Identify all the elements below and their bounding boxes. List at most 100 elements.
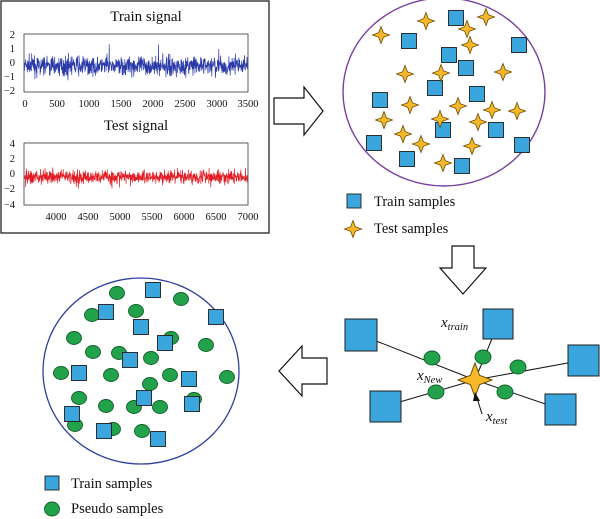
pseudo-sample-circle [173, 292, 189, 306]
pseudo-sample-circle [509, 359, 527, 375]
test-sample-star [456, 361, 494, 399]
train-sample-square [458, 60, 474, 76]
train-sample-square [208, 309, 224, 325]
left-arrow-icon [278, 344, 328, 398]
train-sample-square [372, 92, 388, 108]
train-sample-square [150, 431, 166, 447]
test-sample-star [433, 153, 453, 173]
legend-test-label: Test samples [374, 221, 449, 237]
augmented-samples-ellipse [42, 277, 240, 465]
train-y-tick: −2 [4, 86, 15, 97]
pseudo-sample-circle [103, 368, 119, 382]
mixed-samples-ellipse [342, 0, 546, 187]
test-sample-star [482, 100, 502, 120]
test-sample-star [462, 136, 482, 156]
test-x-tick: 6000 [174, 212, 195, 223]
x-new-base: x [416, 368, 424, 384]
test-y-tick: 0 [10, 169, 15, 180]
test-sample-star [393, 124, 413, 144]
pseudo-sample-circle [423, 350, 441, 366]
signal-panel-frame [0, 0, 270, 234]
test-sample-star [448, 96, 468, 116]
test-x-tick: 7000 [238, 212, 259, 223]
legend-top: Train samples Test samples [343, 193, 456, 239]
train-sample-square [136, 390, 152, 406]
test-sample-star [371, 25, 391, 45]
train-signal-line [24, 44, 248, 81]
train-sample-square [488, 122, 504, 138]
pseudo-sample-circle [427, 384, 445, 400]
signal-panel: Train signal 2 1 0 −1 −2 0 500 1000 1500… [0, 0, 270, 234]
train-sample-square [366, 135, 382, 151]
train-sample-square [122, 352, 138, 368]
train-x-tick: 1500 [111, 99, 132, 110]
pseudo-sample-circle [152, 400, 168, 414]
test-x-ticks: 4000 4500 5000 5500 6000 6500 7000 [46, 212, 259, 223]
train-square-icon [44, 475, 60, 491]
train-sample-square [469, 86, 485, 102]
train-x-tick: 3500 [238, 99, 259, 110]
pseudo-sample-circle [162, 368, 178, 382]
train-sample-square [454, 158, 470, 174]
train-sample-square [184, 396, 200, 412]
down-arrow-icon [438, 245, 488, 295]
train-signal-title: Train signal [110, 9, 182, 25]
test-sample-star [468, 112, 488, 132]
pseudo-sample-circle [198, 338, 214, 352]
x-new-label: xNew [416, 368, 442, 386]
train-sample-square [98, 304, 114, 320]
pseudo-sample-circle [219, 370, 235, 384]
pseudo-sample-circle [84, 308, 100, 322]
train-sample-square [427, 80, 443, 96]
train-sample-square [71, 365, 87, 381]
train-y-tick: 1 [10, 44, 15, 55]
train-sample-square [544, 393, 577, 426]
test-x-tick: 5500 [142, 212, 163, 223]
mixed-samples-cluster [366, 7, 530, 174]
train-x-tick: 0 [22, 99, 27, 110]
pseudo-circle-icon [44, 501, 60, 517]
test-sample-star [457, 19, 477, 39]
train-plot-frame [23, 33, 249, 93]
test-sample-star [374, 110, 394, 130]
test-sample-star [431, 63, 451, 83]
train-sample-square [64, 406, 80, 422]
right-arrow-icon [273, 85, 324, 137]
pseudo-sample-circle [496, 384, 514, 400]
legend-pseudo-label: Pseudo samples [71, 501, 164, 517]
train-x-tick: 1000 [79, 99, 100, 110]
test-sample-star [476, 7, 496, 27]
test-sample-star [416, 11, 436, 31]
train-sample-square [369, 390, 402, 423]
x-train-base: x [440, 315, 448, 331]
test-y-ticks: 4 2 0 −2 −4 [4, 139, 16, 211]
x-test-label: xtest [485, 409, 508, 427]
test-sample-star [493, 62, 513, 82]
train-x-tick: 500 [49, 99, 65, 110]
test-sample-star [395, 64, 415, 84]
test-plot-frame [23, 142, 249, 206]
x-train-label: xtrain [440, 315, 468, 333]
test-x-tick: 6500 [206, 212, 227, 223]
train-sample-square [145, 282, 161, 298]
test-x-tick: 4500 [78, 212, 99, 223]
x-test-base: x [485, 409, 493, 425]
pseudo-sample-circle [474, 349, 492, 365]
train-x-tick: 2500 [175, 99, 196, 110]
test-sample-star [430, 109, 450, 129]
train-sample-square [448, 10, 464, 26]
test-x-tick: 5000 [110, 212, 131, 223]
test-x-tick: 4000 [46, 212, 67, 223]
pseudo-sample-circle [143, 351, 159, 365]
train-y-tick: −1 [4, 72, 15, 83]
test-signal-line [24, 167, 248, 189]
pseudo-sample-circle [71, 391, 87, 405]
train-y-ticks: 2 1 0 −1 −2 [4, 30, 15, 97]
x-test-subscript: test [493, 416, 509, 427]
legend-train-label: Train samples [374, 194, 456, 210]
link-line [474, 359, 585, 381]
train-x-tick: 2000 [143, 99, 164, 110]
train-y-tick: 0 [10, 58, 15, 69]
pointer-arrowhead-icon [473, 392, 480, 401]
